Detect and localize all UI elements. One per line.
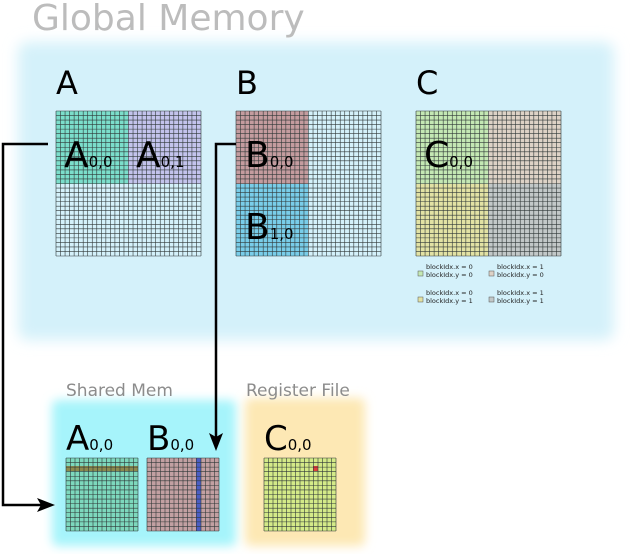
shared-a-grid xyxy=(65,457,139,532)
legend-text: blockIdx.y = 1 xyxy=(497,297,544,305)
tile-b00-label: B0,0 xyxy=(245,135,294,176)
legend-text: blockIdx.x = 0 xyxy=(426,289,473,297)
shared-memory-label: Shared Mem xyxy=(66,381,173,401)
register-file-label: Register File xyxy=(246,381,350,401)
matrix-a-label: A xyxy=(56,64,78,102)
shared-b-grid xyxy=(146,457,220,532)
register-c-grid xyxy=(263,457,337,532)
legend-text: blockIdx.y = 1 xyxy=(426,297,473,305)
cell-highlight xyxy=(313,466,318,471)
legend-swatch xyxy=(417,270,424,277)
arrow-b-to-shared xyxy=(214,142,236,440)
arrowhead-b xyxy=(209,433,223,451)
matrix-b-grid xyxy=(235,110,382,257)
legend-swatch xyxy=(488,296,495,303)
block-legend: blockIdx.x = 0 blockIdx.y = 0 blockIdx.x… xyxy=(417,263,544,305)
legend-text: blockIdx.x = 1 xyxy=(497,263,544,271)
tile-a00-label: A0,0 xyxy=(64,135,113,176)
register-c-label: C0,0 xyxy=(264,419,312,459)
legend-text: blockIdx.y = 0 xyxy=(497,271,544,279)
legend-text: blockIdx.x = 0 xyxy=(426,263,473,271)
matrix-c-label: C xyxy=(416,64,438,102)
page-title: Global Memory xyxy=(32,0,305,39)
legend-text: blockIdx.y = 0 xyxy=(426,271,473,279)
legend-swatch xyxy=(488,270,495,277)
matrix-b-label: B xyxy=(236,64,258,102)
arrowhead-a xyxy=(37,498,55,512)
tile-a01-label: A0,1 xyxy=(136,135,185,176)
legend-text: blockIdx.x = 1 xyxy=(497,289,544,297)
arrow-a-to-shared xyxy=(1,142,48,507)
matrix-a-grid xyxy=(55,110,202,257)
matrix-c-grid xyxy=(415,110,562,257)
legend-swatch xyxy=(417,296,424,303)
tile-c00-label: C0,0 xyxy=(424,135,473,176)
shared-a-label: A0,0 xyxy=(66,419,113,459)
tile-b10-label: B1,0 xyxy=(245,207,294,248)
shared-b-label: B0,0 xyxy=(147,419,194,459)
